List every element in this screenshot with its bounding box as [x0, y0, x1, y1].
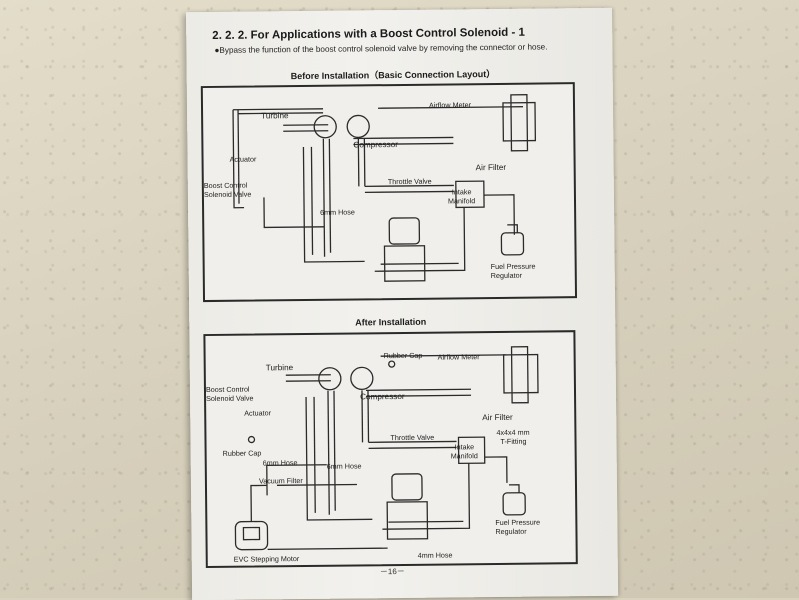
before-installation-title: Before Installation（Basic Connection Lay… [290, 68, 496, 82]
label-intake: Intake [454, 442, 475, 452]
page-number: －16－ [379, 566, 405, 577]
after-installation-diagram: Turbine Rubber Cap Airflow Meter Compres… [203, 330, 578, 569]
manual-page: 2. 2. 2. For Applications with a Boost C… [186, 7, 619, 600]
label-compressor: Compressor [360, 391, 405, 402]
label-4mm-hose: 4mm Hose [417, 550, 453, 560]
label-rubber-cap-top: Rubber Cap [383, 350, 423, 361]
label-turbine: Turbine [265, 363, 294, 373]
after-installation-title: After Installation [355, 316, 427, 328]
label-compressor: Compressor [353, 140, 399, 150]
label-airflow-meter: Airflow Meter [437, 352, 480, 362]
label-t-fitting: T-Fitting [500, 436, 527, 446]
before-installation-diagram: Turbine Airflow Meter Compressor Actuato… [200, 82, 578, 303]
label-actuator: Actuator [244, 408, 272, 418]
label-solenoid-valve: Solenoid Valve [206, 393, 254, 404]
label-manifold: Manifold [450, 451, 478, 461]
label-t-fitting-size: 4x4x4 mm [496, 427, 530, 438]
label-fuel-pressure: Fuel Pressure [495, 517, 541, 528]
label-vacuum-filter: Vacuum Filter [258, 476, 303, 486]
label-rubber-cap-left: Rubber Cap [222, 448, 262, 458]
label-actuator: Actuator [229, 154, 257, 164]
label-throttle-valve: Throttle Valve [387, 176, 432, 187]
label-6mm-hose: 6mm Hose [320, 207, 355, 217]
label-regulator: Regulator [490, 270, 523, 281]
section-heading: 2. 2. 2. For Applications with a Boost C… [212, 26, 525, 42]
label-evc-stepping-motor: EVC Stepping Motor [233, 554, 300, 564]
label-fuel-pressure: Fuel Pressure [490, 261, 536, 272]
label-6mm-hose-a: 6mm Hose [262, 458, 298, 468]
before-diagram-lines [232, 94, 537, 282]
label-manifold: Manifold [447, 196, 476, 206]
label-air-filter: Air Filter [475, 162, 507, 173]
label-turbine: Turbine [261, 111, 289, 121]
label-air-filter: Air Filter [482, 412, 513, 423]
label-throttle-valve: Throttle Valve [390, 432, 435, 443]
label-intake: Intake [451, 187, 472, 197]
label-regulator: Regulator [495, 526, 527, 537]
instruction-bullet: ●Bypass the function of the boost contro… [214, 42, 548, 55]
label-solenoid-valve: Solenoid Valve [203, 189, 252, 200]
after-diagram-lines [234, 346, 539, 551]
label-airflow-meter: Airflow Meter [428, 100, 471, 110]
label-6mm-hose-b: 6mm Hose [326, 461, 362, 471]
